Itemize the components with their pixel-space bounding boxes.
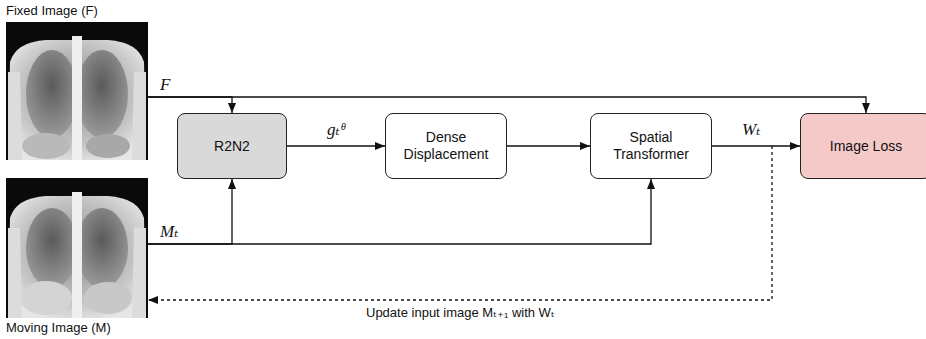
loss-box: Image Loss [800,113,926,179]
edge-label: Wₜ [740,121,762,139]
process-box: Spatial Transformer [590,113,712,179]
flow-arrow [148,97,866,113]
image-caption: Moving Image (M) [6,320,111,335]
flow-arrow [712,145,800,146]
box-text: Image Loss [824,138,908,155]
flow-arrow [148,179,651,244]
box-text: R2N2 [208,138,256,155]
flow-arrow [148,97,232,113]
edge-label: Mₜ [158,223,180,241]
edge-label: Update input image Mₜ₊₁ with Wₜ [364,305,557,320]
moving-mri [6,178,148,318]
network-box: R2N2 [177,113,287,179]
edge-label: F [158,76,172,94]
image-caption: Fixed Image (F) [6,3,98,18]
box-text: Spatial Transformer [591,129,711,163]
box-text: Dense Displacement [386,129,506,163]
image-frame: Moving Image (M) [6,178,148,318]
flow-arrow [507,145,590,146]
fixed-mri [6,22,148,160]
flow-arrow [148,179,232,244]
flow-arrow [287,145,385,146]
process-box: Dense Displacement [385,113,507,179]
edge-label: gₜᶿ [325,121,347,139]
image-frame: Fixed Image (F) [6,22,148,160]
